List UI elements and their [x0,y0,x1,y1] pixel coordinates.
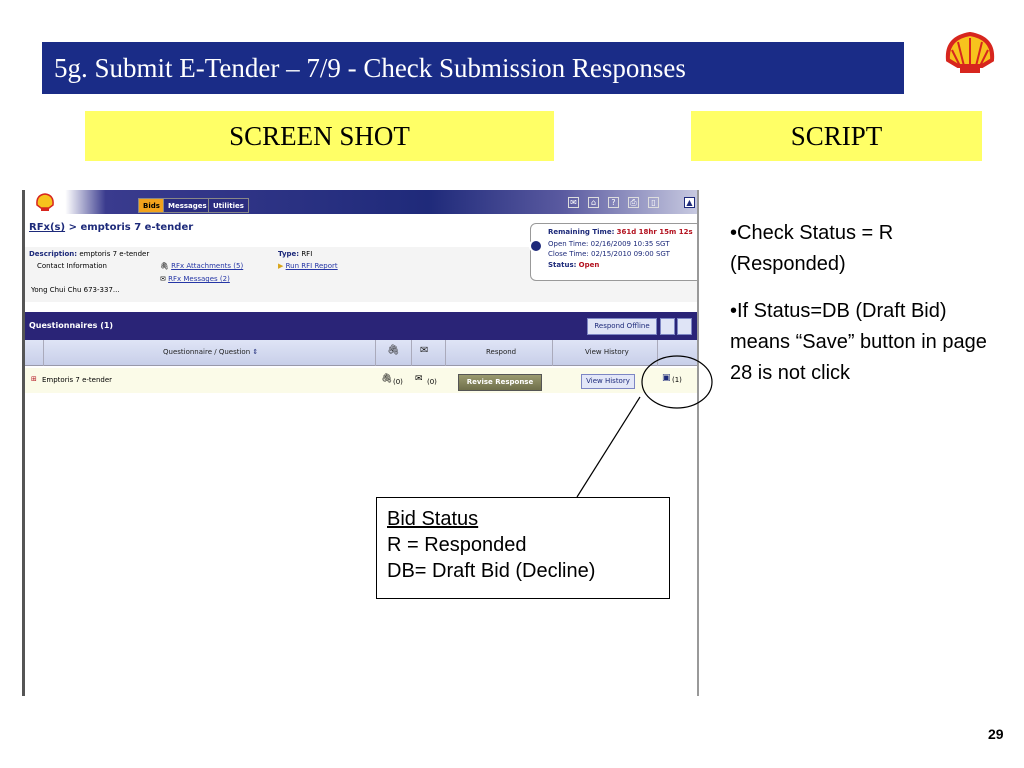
paperclip-icon: 🖇 [160,262,169,270]
questionnaires-title: Questionnaires (1) [29,321,114,330]
status-value: Open [578,261,600,269]
rfx-messages-link[interactable]: RFx Messages (2) [168,275,230,283]
print-icon[interactable] [677,318,692,335]
open-time: Open Time: 02/16/2009 10:35 SGT [548,240,670,248]
breadcrumb-rfx-link[interactable]: RFx(s) [29,222,66,233]
slide-title: 5g. Submit E-Tender – 7/9 - Check Submis… [42,42,904,94]
column-divider [657,340,658,366]
contact-info-label: Contact Information [37,262,107,270]
arrow-right-icon: ▶ [278,262,284,270]
breadcrumb: RFx(s) > emptoris 7 e-tender [29,222,193,233]
run-rfi-report-link[interactable]: Run RFI Report [285,262,338,270]
shell-logo [945,31,995,73]
column-divider [552,340,553,366]
attachments-row: 🖇 RFx Attachments (5) [160,262,243,270]
shell-logo-small [36,193,54,211]
script-note-1: •Check Status = R (Responded) [730,222,894,275]
column-header: Questionnaire / Question ⇕ 🖇 ✉ Respond V… [25,340,697,366]
type-value: RFI [301,250,313,258]
respond-offline-button[interactable]: Respond Offline [587,318,657,335]
tab-utilities[interactable]: Utilities [208,198,249,213]
column-divider [43,340,44,366]
home-icon[interactable]: ⌂ [588,197,599,208]
tab-messages[interactable]: Messages [163,198,212,213]
status-label: Status: [548,261,577,269]
status-doc-icon[interactable]: ▣ [662,373,671,383]
remaining-time-label: Remaining Time: [548,228,615,236]
column-questionnaire-label: Questionnaire / Question [163,348,251,356]
questionnaire-name[interactable]: Emptoris 7 e-tender [42,376,113,384]
exit-icon[interactable]: ▯ [648,197,659,208]
type-label: Type: [278,250,300,258]
close-time: Close Time: 02/15/2010 09:00 SGT [548,250,670,258]
script-label: SCRIPT [691,111,982,161]
contact-name: Yong Chui Chu 673-337... [31,286,120,294]
callout-heading: Bid Status [387,508,479,530]
column-view-history: View History [585,348,629,356]
expand-row-icon[interactable]: ⊞ [31,375,37,383]
description-row: Description: emptoris 7 e-tender [29,250,149,258]
expand-icon[interactable] [660,318,675,335]
view-history-button[interactable]: View History [581,374,635,389]
tab-bids[interactable]: Bids [138,198,165,213]
messages-row: ✉ RFx Messages (2) [160,275,230,283]
column-divider [375,340,376,366]
rfx-attachments-link[interactable]: RFx Attachments (5) [171,262,244,270]
report-row: ▶ Run RFI Report [278,262,338,270]
column-divider [445,340,446,366]
remaining-row: Remaining Time: 361d 18hr 15m 12s [548,228,693,236]
app-top-bar: Bids Messages Utilities ✉ ⌂ ? ⎙ ▯ ▲ [25,190,697,214]
status-row: Status: Open [548,261,599,269]
top-icons: ✉ ⌂ ? ⎙ ▯ ▲ [542,192,697,214]
script-note-2: •If Status=DB (Draft Bid) means “Save” b… [730,300,987,384]
type-row: Type: RFI [278,250,312,258]
clock-icon [529,239,543,253]
mail-icon[interactable]: ✉ [568,197,579,208]
table-row: ⊞ Emptoris 7 e-tender 🖇 (0) ✉ (0) Revise… [25,368,697,393]
bid-status-callout: Bid Status R = Responded DB= Draft Bid (… [376,497,670,599]
screenshot-label: SCREEN SHOT [85,111,554,161]
breadcrumb-separator: > [68,222,77,233]
remaining-time-value: 361d 18hr 15m 12s [616,228,693,236]
messages-count: (0) [427,378,437,386]
page-number: 29 [988,726,1004,742]
revise-response-button[interactable]: Revise Response [458,374,542,391]
print-icon[interactable]: ⎙ [628,197,639,208]
script-notes: •Check Status = R (Responded) •If Status… [730,218,990,405]
breadcrumb-current: emptoris 7 e-tender [80,222,194,233]
description-value: emptoris 7 e-tender [79,250,150,258]
envelope-column-icon: ✉ [420,345,429,356]
column-questionnaire[interactable]: Questionnaire / Question ⇕ [163,348,258,356]
scroll-up-icon[interactable]: ▲ [684,197,695,208]
callout-line-responded: R = Responded [387,534,527,556]
envelope-icon: ✉ [160,275,166,283]
attachments-count: (0) [393,378,403,386]
description-label: Description: [29,250,78,258]
paperclip-column-icon: 🖇 [387,345,400,356]
timing-box: Remaining Time: 361d 18hr 15m 12s Open T… [529,223,697,281]
row-paperclip-icon[interactable]: 🖇 [381,374,393,384]
app-screenshot: Bids Messages Utilities ✉ ⌂ ? ⎙ ▯ ▲ RFx(… [22,190,699,696]
row-envelope-icon[interactable]: ✉ [415,374,423,384]
help-icon[interactable]: ? [608,197,619,208]
column-divider [411,340,412,366]
status-count: (1) [672,376,682,384]
questionnaires-bar: Questionnaires (1) Respond Offline [25,312,697,340]
column-respond: Respond [486,348,517,356]
sort-icon[interactable]: ⇕ [252,348,259,356]
callout-line-draft: DB= Draft Bid (Decline) [387,560,596,582]
